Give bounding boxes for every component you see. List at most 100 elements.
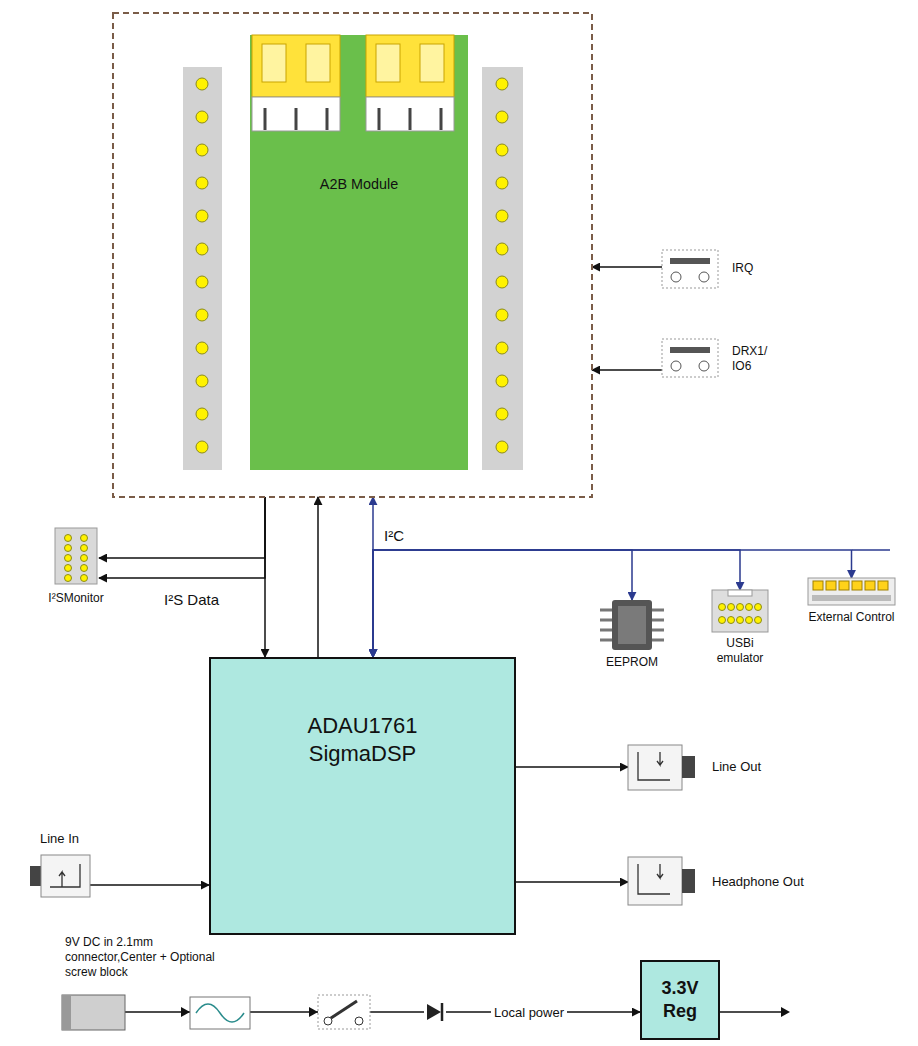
module-box: A2B Module [250, 35, 468, 470]
pin-dot [81, 545, 88, 552]
monitor-header [55, 528, 97, 584]
eeprom-chip [600, 600, 664, 650]
pin-pad [813, 581, 823, 590]
connector [317, 497, 319, 657]
pin-dot [196, 144, 208, 156]
filter-symbol [190, 997, 250, 1029]
pin-dot [81, 535, 88, 542]
pin-dot [196, 309, 208, 321]
edge-label: I²C [381, 527, 407, 544]
pin-dot [496, 408, 508, 420]
pin-dot [496, 177, 508, 189]
eeprom: EEPROM [607, 600, 657, 650]
pin-dot [81, 555, 88, 562]
node-label: IRQ [732, 261, 753, 276]
node-label: ADAU1761 SigmaDSP [277, 712, 448, 767]
usbi-pins [719, 604, 762, 624]
dsp-box: ADAU1761 SigmaDSP [209, 657, 516, 935]
node-label: I²SMonitor [25, 591, 127, 606]
headphone-jack: Headphone Out [628, 857, 695, 905]
node-label: DRX1/ IO6 [732, 344, 780, 374]
node-label: 9V DC in 2.1mm connector,Center + Option… [65, 935, 217, 980]
node-label: 3.3V Reg [650, 977, 710, 1022]
pin-dot [737, 617, 744, 624]
line-in-jack: Line In [30, 855, 90, 897]
node-label: Line In [40, 831, 79, 847]
pin-dot [496, 210, 508, 222]
pin-dot [496, 78, 508, 90]
pin-dot [196, 111, 208, 123]
diode-symbol [424, 1001, 446, 1023]
pin-dot [719, 617, 726, 624]
connector [373, 550, 632, 657]
pin-dot [196, 243, 208, 255]
usbi-header [712, 590, 768, 632]
pin-dot [496, 144, 508, 156]
pin-dot [196, 78, 208, 90]
pin-dot [496, 441, 508, 453]
pin-pad [865, 581, 875, 590]
pin-dot [65, 575, 72, 582]
pin-dot [746, 617, 753, 624]
pin-dot [65, 535, 72, 542]
pin-dot [65, 565, 72, 572]
connector [373, 550, 740, 657]
jumper-icon [662, 339, 718, 377]
monitor-header: I²SMonitor [55, 528, 97, 584]
pin-pad [878, 581, 888, 590]
pin-dot [496, 111, 508, 123]
pin-dot [196, 210, 208, 222]
pin-dot [196, 375, 208, 387]
node-label: External Control [808, 610, 895, 625]
pin-dot [755, 604, 762, 611]
i2c-bus-stub [852, 549, 890, 551]
pin-dot [746, 604, 753, 611]
external-pins [813, 581, 888, 590]
dc-jack [62, 995, 125, 1030]
jumper-icon [662, 250, 718, 288]
connector [99, 497, 265, 558]
pin-dot [496, 243, 508, 255]
audio-jack [628, 857, 695, 905]
line-out-jack: Line Out [628, 745, 695, 790]
connector [516, 766, 628, 768]
pin-header [482, 67, 523, 470]
regulator-box: 3.3V Reg [640, 960, 720, 1040]
pin-pad [839, 581, 849, 590]
dc-jack: 9V DC in 2.1mm connector,Center + Option… [62, 995, 125, 1030]
pin-dot [196, 408, 208, 420]
node-label: Headphone Out [712, 874, 804, 890]
pin-pad [852, 581, 862, 590]
pin-dot [81, 565, 88, 572]
connector [90, 884, 209, 886]
node-label: Line Out [712, 759, 761, 775]
switch-symbol [318, 995, 370, 1029]
external-header [808, 578, 895, 605]
node-label: USBi emulator [707, 636, 773, 666]
connector [516, 881, 628, 883]
pin-dot [496, 342, 508, 354]
audio-jack [628, 745, 695, 790]
audio-jack [30, 855, 90, 897]
pin-dot [196, 276, 208, 288]
arrow-head [181, 1007, 190, 1017]
pin-dot [496, 309, 508, 321]
pin-dot [196, 441, 208, 453]
pin-dot [737, 604, 744, 611]
pin-dot [755, 617, 762, 624]
usbi-header: USBi emulator [712, 590, 768, 632]
connector [373, 550, 852, 657]
module-board [250, 35, 468, 470]
node-label: A2B Module [250, 175, 468, 193]
pin-dot [65, 555, 72, 562]
pin-dot [719, 604, 726, 611]
external-header: External Control [808, 578, 895, 605]
pin-dot [81, 575, 88, 582]
jumper: DRX1/ IO6 [662, 339, 718, 377]
pin-dot [65, 545, 72, 552]
pin-dot [196, 177, 208, 189]
signal-label: I²S Data [164, 591, 219, 610]
pin-pad [826, 581, 836, 590]
regulator-output [720, 1007, 790, 1017]
